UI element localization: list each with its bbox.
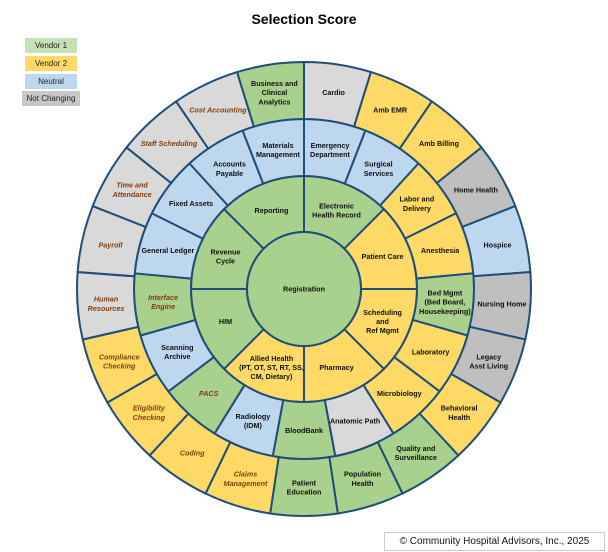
segment-home-health-label: Home Health xyxy=(454,185,498,194)
segment-cost-accounting-label: Cost Accounting xyxy=(189,106,247,115)
segment-amb-billing-label: Amb Billing xyxy=(419,139,459,148)
segment-general-ledger-label: General Ledger xyxy=(142,246,195,255)
segment-fixed-assets-label: Fixed Assets xyxy=(169,199,213,208)
chart-title: Selection Score xyxy=(251,11,357,27)
segment-bloodbank-label: BloodBank xyxy=(285,426,323,435)
segment-reporting-label: Reporting xyxy=(255,206,289,215)
segment-bed-mgmt-bed-board-housekeeping-label: Bed Mgmt(Bed Board,Housekeeping) xyxy=(419,288,471,315)
segment-him-label: HIM xyxy=(219,317,232,326)
segment-registration xyxy=(246,231,362,347)
segment-coding-label: Coding xyxy=(180,449,205,458)
segment-payroll-label: Payroll xyxy=(98,240,123,249)
legend-vendor-2: Vendor 2 xyxy=(25,56,77,71)
segment-cardio-label: Cardio xyxy=(322,88,345,97)
legend-vendor-1: Vendor 1 xyxy=(25,38,77,53)
segment-anatomic-path-label: Anatomic Path xyxy=(330,416,380,425)
segment-allied-health-pt-ot-st-rt-ss-cm-dietary-label: Allied Health(PT, OT, ST, RT, SS,CM, Die… xyxy=(239,354,304,381)
segment-laboratory-label: Laboratory xyxy=(412,348,450,357)
segment-business-and-clinical-analytics xyxy=(235,60,305,128)
copyright-notice: © Community Hospital Advisors, Inc., 202… xyxy=(384,532,605,551)
segment-pharmacy-label: Pharmacy xyxy=(319,363,353,372)
legend-neutral: Neutral xyxy=(25,74,77,89)
segment-radiology-idm-label: Radiology(IDM) xyxy=(236,412,271,430)
segment-staff-scheduling-label: Staff Scheduling xyxy=(141,139,198,148)
legend-not-changing: Not Changing xyxy=(22,91,80,106)
segment-nursing-home-label: Nursing Home xyxy=(477,299,526,308)
segment-patient-care-label: Patient Care xyxy=(362,252,404,261)
segment-registration-label: Registration xyxy=(283,285,325,294)
segment-anesthesia-label: Anesthesia xyxy=(421,246,460,255)
segment-hospice-label: Hospice xyxy=(484,240,512,249)
segment-amb-emr-label: Amb EMR xyxy=(373,106,408,115)
segment-pacs-label: PACS xyxy=(199,389,219,398)
segment-microbiology-label: Microbiology xyxy=(377,389,422,398)
